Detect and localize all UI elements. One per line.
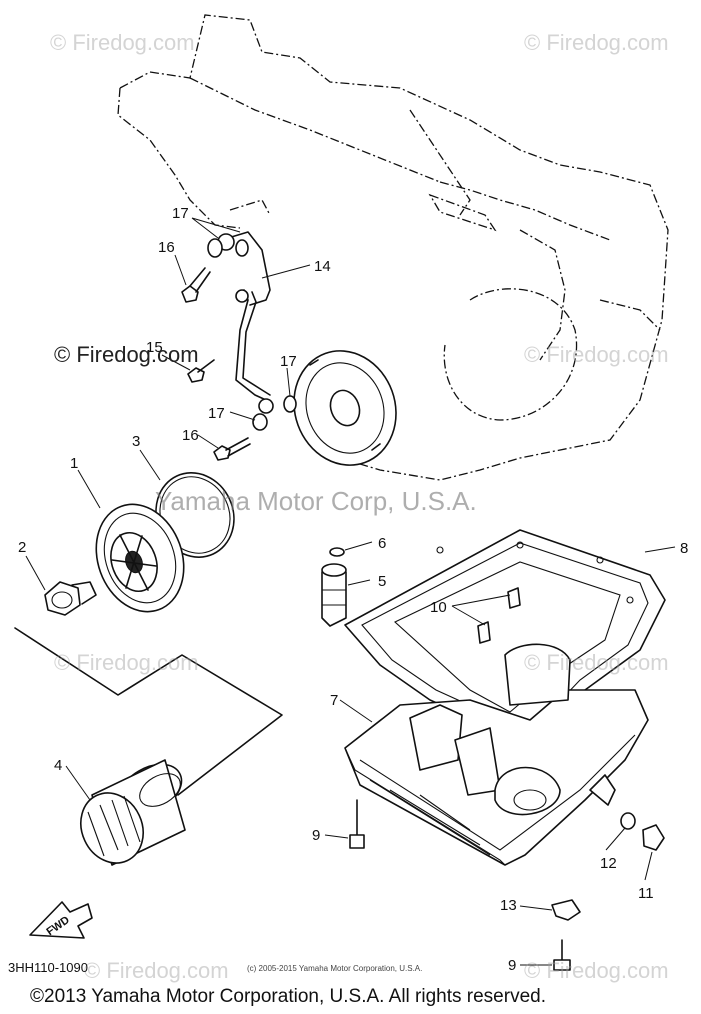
small-copyright: (c) 2005-2015 Yamaha Motor Corporation, … [247,964,423,973]
watermark-top-right: © Firedog.com [524,30,669,55]
engine-cover-ring [293,350,397,466]
callout-16b: 16 [182,427,199,444]
callout-12: 12 [600,855,617,872]
filter-union-bolt [44,581,97,616]
callout-17a: 17 [172,205,189,222]
footer-copyright: ©2013 Yamaha Motor Corporation, U.S.A. A… [30,986,546,1007]
oil-pan [344,643,649,866]
watermark-mid-left: © Firedog.com [54,342,199,367]
cartridge-oil-filter [80,759,186,866]
callout-3: 3 [132,433,140,450]
callout-leader-lines [25,217,676,966]
union-bolts-and-washers [181,238,297,461]
forward-direction-arrow [29,901,93,939]
callout-8: 8 [680,540,688,557]
oil-delivery-pipe [217,231,274,414]
callout-17c: 17 [208,405,225,422]
watermark-top-left: © Firedog.com [50,30,195,55]
callout-5: 5 [378,573,386,590]
callout-9a: 9 [312,827,320,844]
watermark-low-right: © Firedog.com [524,650,669,675]
watermark-bottom-right: © Firedog.com [524,958,669,983]
watermark-bottom-left: © Firedog.com [84,958,229,983]
watermark-mid-right: © Firedog.com [524,342,669,367]
watermark-low-left: © Firedog.com [54,650,199,675]
assembly-reference-line [14,627,283,796]
diagram-code: 3HH110-1090 [8,960,88,975]
callout-7: 7 [330,692,338,709]
callout-15: 15 [146,339,163,356]
callout-13: 13 [500,897,517,914]
callout-1: 1 [70,455,78,472]
drain-bolt [620,812,665,851]
dowel-pins [477,587,521,644]
callout-6: 6 [378,535,386,552]
callout-4: 4 [54,757,62,774]
callout-11: 11 [638,885,654,902]
callout-14: 14 [314,258,331,275]
callout-2: 2 [18,539,26,556]
callout-9b: 9 [508,957,516,974]
callout-10: 10 [430,599,447,616]
relief-valve [321,547,347,627]
oil-pan-bolts [349,799,581,971]
callout-17b: 17 [280,353,297,370]
callout-16a: 16 [158,239,175,256]
oil-filter-element [95,503,185,613]
watermark-center: Yamaha Motor Corp, U.S.A. [155,486,477,516]
